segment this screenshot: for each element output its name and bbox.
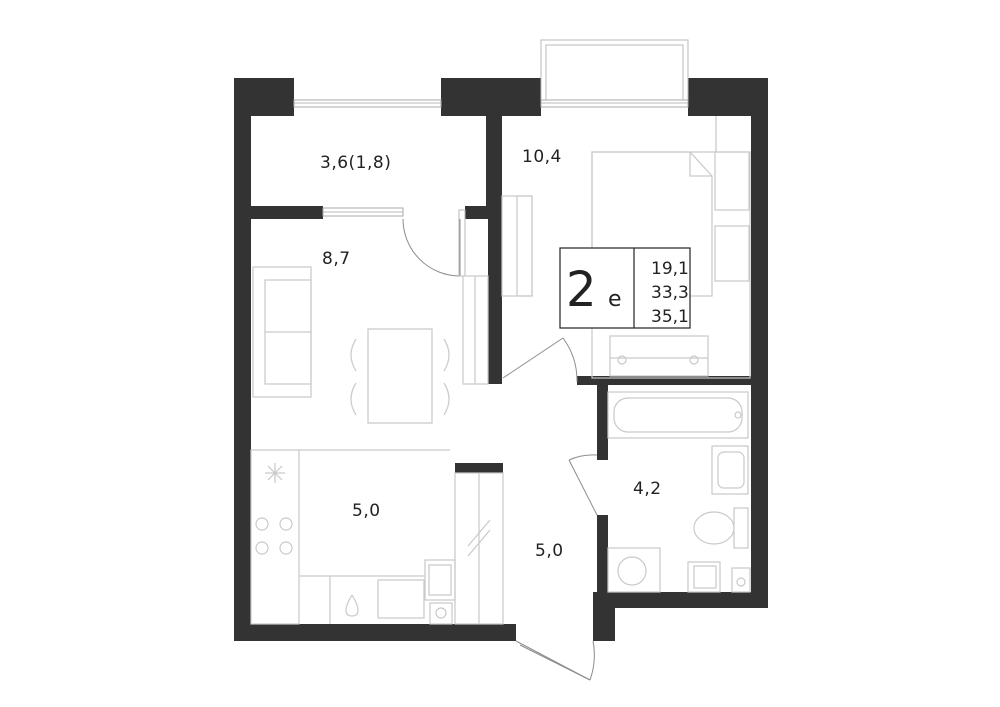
walls [234, 78, 768, 641]
balcony-area: 3,6(1,8) [320, 153, 391, 173]
total-area: 33,3 [651, 283, 689, 303]
windows [293, 39, 689, 217]
total-area-with-balcony: 35,1 [651, 307, 689, 327]
doors [402, 209, 598, 681]
hallway-area: 5,0 [535, 541, 564, 561]
living-room-area: 8,7 [322, 249, 351, 269]
bathroom-area: 4,2 [633, 479, 662, 499]
apartment-badge: 2 е 19,1 33,3 35,1 [559, 247, 691, 329]
furniture [250, 116, 751, 625]
kitchen-area: 5,0 [352, 501, 381, 521]
living-area: 19,1 [651, 259, 689, 279]
rooms-suffix: е [608, 287, 622, 312]
rooms-number: 2 [566, 262, 597, 318]
bedroom-area: 10,4 [522, 147, 562, 167]
room-labels: 3,6(1,8) 10,4 8,7 5,0 5,0 4,2 [320, 147, 662, 561]
